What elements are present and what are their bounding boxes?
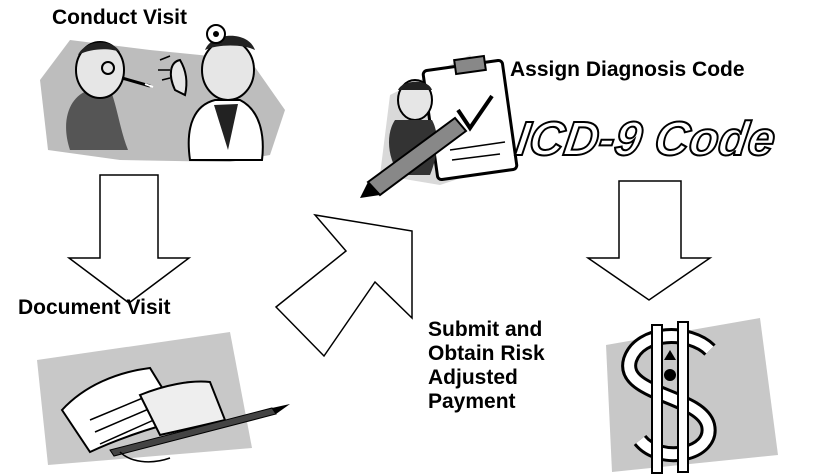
dollar-sign-clipart [606,318,778,474]
arrow-down-right [585,180,713,301]
icd-code-text: ICD-9 Code [513,112,779,166]
documents-and-pen-clipart [37,332,290,465]
clipboard-pencil-clipart [360,54,519,198]
arrow-diagonal-up-right [274,213,413,358]
arrow-down-left [66,174,192,304]
step-document-visit-label: Document Visit [18,296,171,319]
step-conduct-visit-label: Conduct Visit [52,6,187,29]
step-assign-diagnosis-label: Assign Diagnosis Code [510,58,745,81]
doctor-patient-clipart [40,24,285,162]
step-submit-payment-label: Submit and Obtain Risk Adjusted Payment [428,318,545,414]
